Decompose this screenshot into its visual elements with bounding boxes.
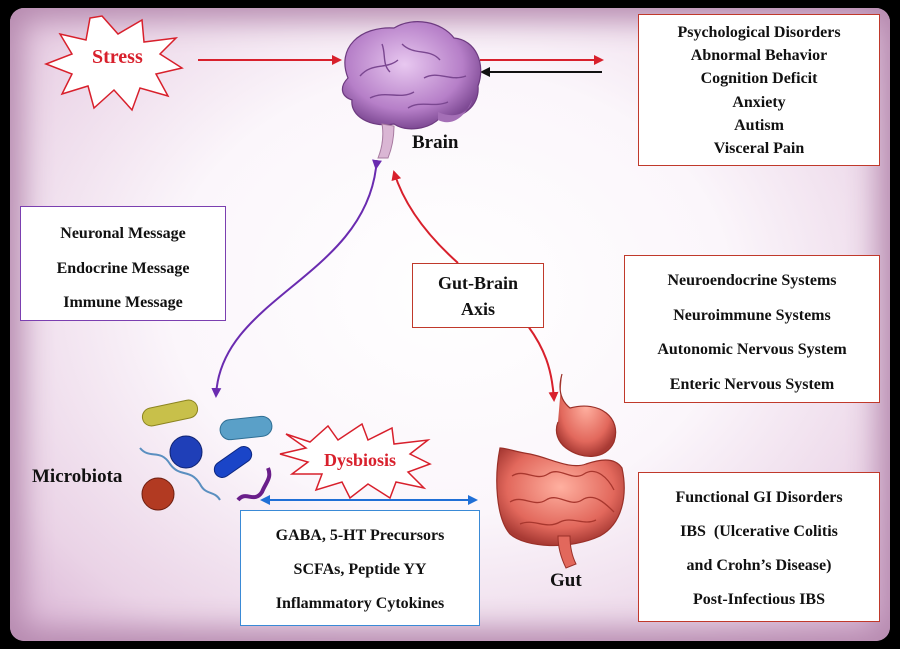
gut-label: Gut [550, 570, 582, 591]
axis-line-1: Gut-Brain [437, 273, 518, 293]
gut-brain-axis-box: Gut-Brain Axis [412, 263, 544, 328]
microbiota-label: Microbiota [32, 466, 123, 487]
disorder-item: Cognition Deficit [700, 70, 818, 88]
messages-box: Neuronal Message Endocrine Message Immun… [20, 206, 226, 321]
brain-microbiota-arrow [211, 159, 382, 398]
stress-label: Stress [92, 46, 143, 68]
gi-disorders-box: Functional GI Disorders IBS (Ulcerative … [638, 472, 880, 622]
stress-burst [43, 15, 184, 112]
gi-item: IBS (Ulcerative Colitis [680, 523, 838, 540]
metabolite-item: SCFAs, Peptide YY [293, 561, 427, 578]
system-item: Autonomic Nervous System [657, 341, 847, 358]
systems-box: Neuroendocrine Systems Neuroimmune Syste… [624, 255, 880, 403]
dysbiosis-burst [279, 422, 432, 500]
diagram-canvas: Stress Brain Microbiota Gut Dysbiosis Ps… [10, 8, 890, 641]
gi-item: and Crohn’s Disease) [686, 557, 832, 574]
disorder-item: Abnormal Behavior [690, 47, 828, 65]
dysbiosis-label: Dysbiosis [324, 450, 397, 470]
disorder-item: Psychological Disorders [677, 24, 841, 41]
message-item: Neuronal Message [60, 225, 186, 242]
system-item: Neuroendocrine Systems [667, 272, 837, 289]
disorder-item: Anxiety [732, 93, 786, 111]
axis-line-2: Axis [460, 299, 495, 319]
metabolite-item: Inflammatory Cytokines [275, 595, 445, 612]
gi-item: Post-Infectious IBS [692, 591, 825, 608]
gut-illustration [496, 373, 625, 569]
gut-brain-axis-arrow-down [527, 325, 559, 402]
brain-label: Brain [412, 132, 459, 153]
metabolite-item: GABA, 5-HT Precursors [275, 527, 445, 544]
disorder-item: Visceral Pain [713, 140, 805, 158]
disorder-item: Autism [734, 116, 784, 134]
diagram-graphics [43, 15, 625, 569]
message-item: Endocrine Message [56, 259, 190, 277]
message-item: Immune Message [63, 294, 183, 311]
gut-brain-axis-arrow-up [391, 170, 459, 264]
system-item: Neuroimmune Systems [673, 306, 831, 324]
microbiota-illustration [139, 399, 273, 511]
gi-item: Functional GI Disorders [675, 489, 843, 506]
metabolites-box: GABA, 5-HT Precursors SCFAs, Peptide YY … [240, 510, 480, 626]
system-item: Enteric Nervous System [669, 375, 835, 393]
disorders-box: Psychological Disorders Abnormal Behavio… [638, 14, 880, 166]
brain-illustration [341, 21, 482, 159]
